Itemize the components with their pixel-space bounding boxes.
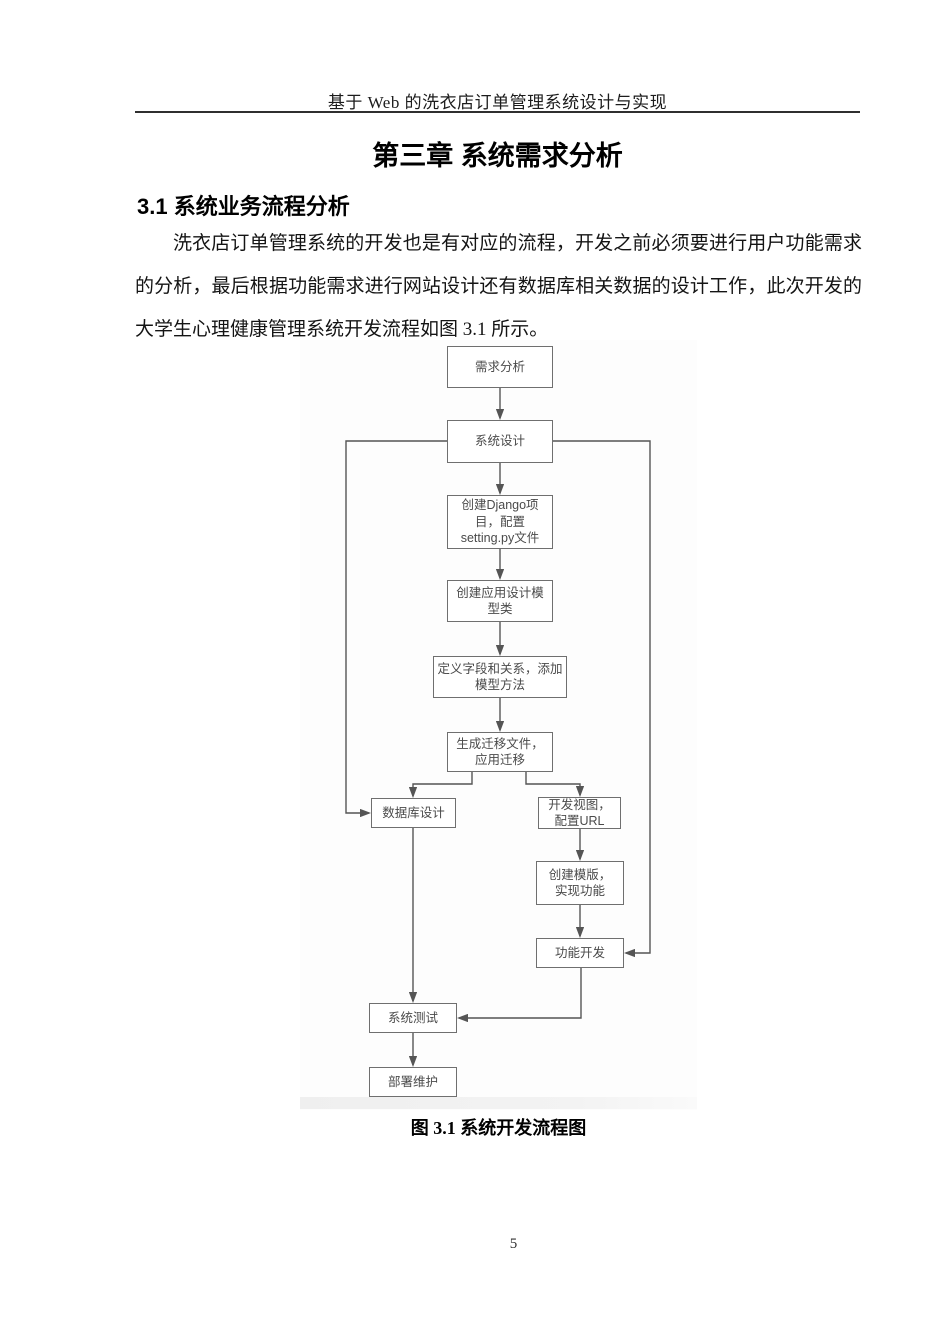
flowchart-node-create-templates: 创建模版，实现功能 (536, 861, 624, 905)
flowchart-figure: 需求分析系统设计创建Django项目，配置setting.py文件创建应用设计模… (300, 340, 697, 1110)
flowchart-connector-6 (408, 772, 473, 799)
flowchart-connectors (345, 388, 651, 1068)
flowchart-node-feature-development: 功能开发 (536, 938, 624, 968)
header-rule (135, 111, 860, 113)
flowchart-node-create-app-models: 创建应用设计模型类 (447, 580, 553, 622)
running-header: 基于 Web 的洗衣店订单管理系统设计与实现 (327, 93, 668, 112)
flowchart-node-define-fields-relations: 定义字段和关系，添加模型方法 (433, 656, 567, 698)
flowchart-connector-10 (345, 440, 447, 818)
page-number: 5 (509, 1236, 518, 1252)
flowchart-node-develop-views-urls: 开发视图，配置URL (538, 797, 621, 829)
flowchart-node-requirement-analysis: 需求分析 (447, 346, 553, 388)
flowchart-connector-7 (525, 772, 585, 798)
flowchart-node-deploy-maintenance: 部署维护 (369, 1067, 457, 1097)
flowchart-node-system-design: 系统设计 (447, 420, 553, 463)
figure-caption: 图 3.1 系统开发流程图 (410, 1118, 587, 1138)
flowchart-connector-11 (553, 440, 651, 958)
flowchart-node-system-testing: 系统测试 (369, 1003, 457, 1033)
chapter-title: 第三章 系统需求分析 (372, 141, 623, 171)
flowchart-node-database-design: 数据库设计 (371, 798, 456, 828)
figure-bottom-strip (300, 1097, 697, 1109)
flowchart-connector-13 (456, 968, 582, 1023)
body-paragraph: 洗衣店订单管理系统的开发也是有对应的流程，开发之前必须要进行用户功能需求的分析，… (135, 233, 862, 340)
flowchart-node-generate-migrations: 生成迁移文件，应用迁移 (447, 732, 553, 772)
flowchart-node-create-django-project: 创建Django项目，配置setting.py文件 (447, 495, 553, 549)
section-heading: 3.1 系统业务流程分析 (137, 194, 350, 219)
